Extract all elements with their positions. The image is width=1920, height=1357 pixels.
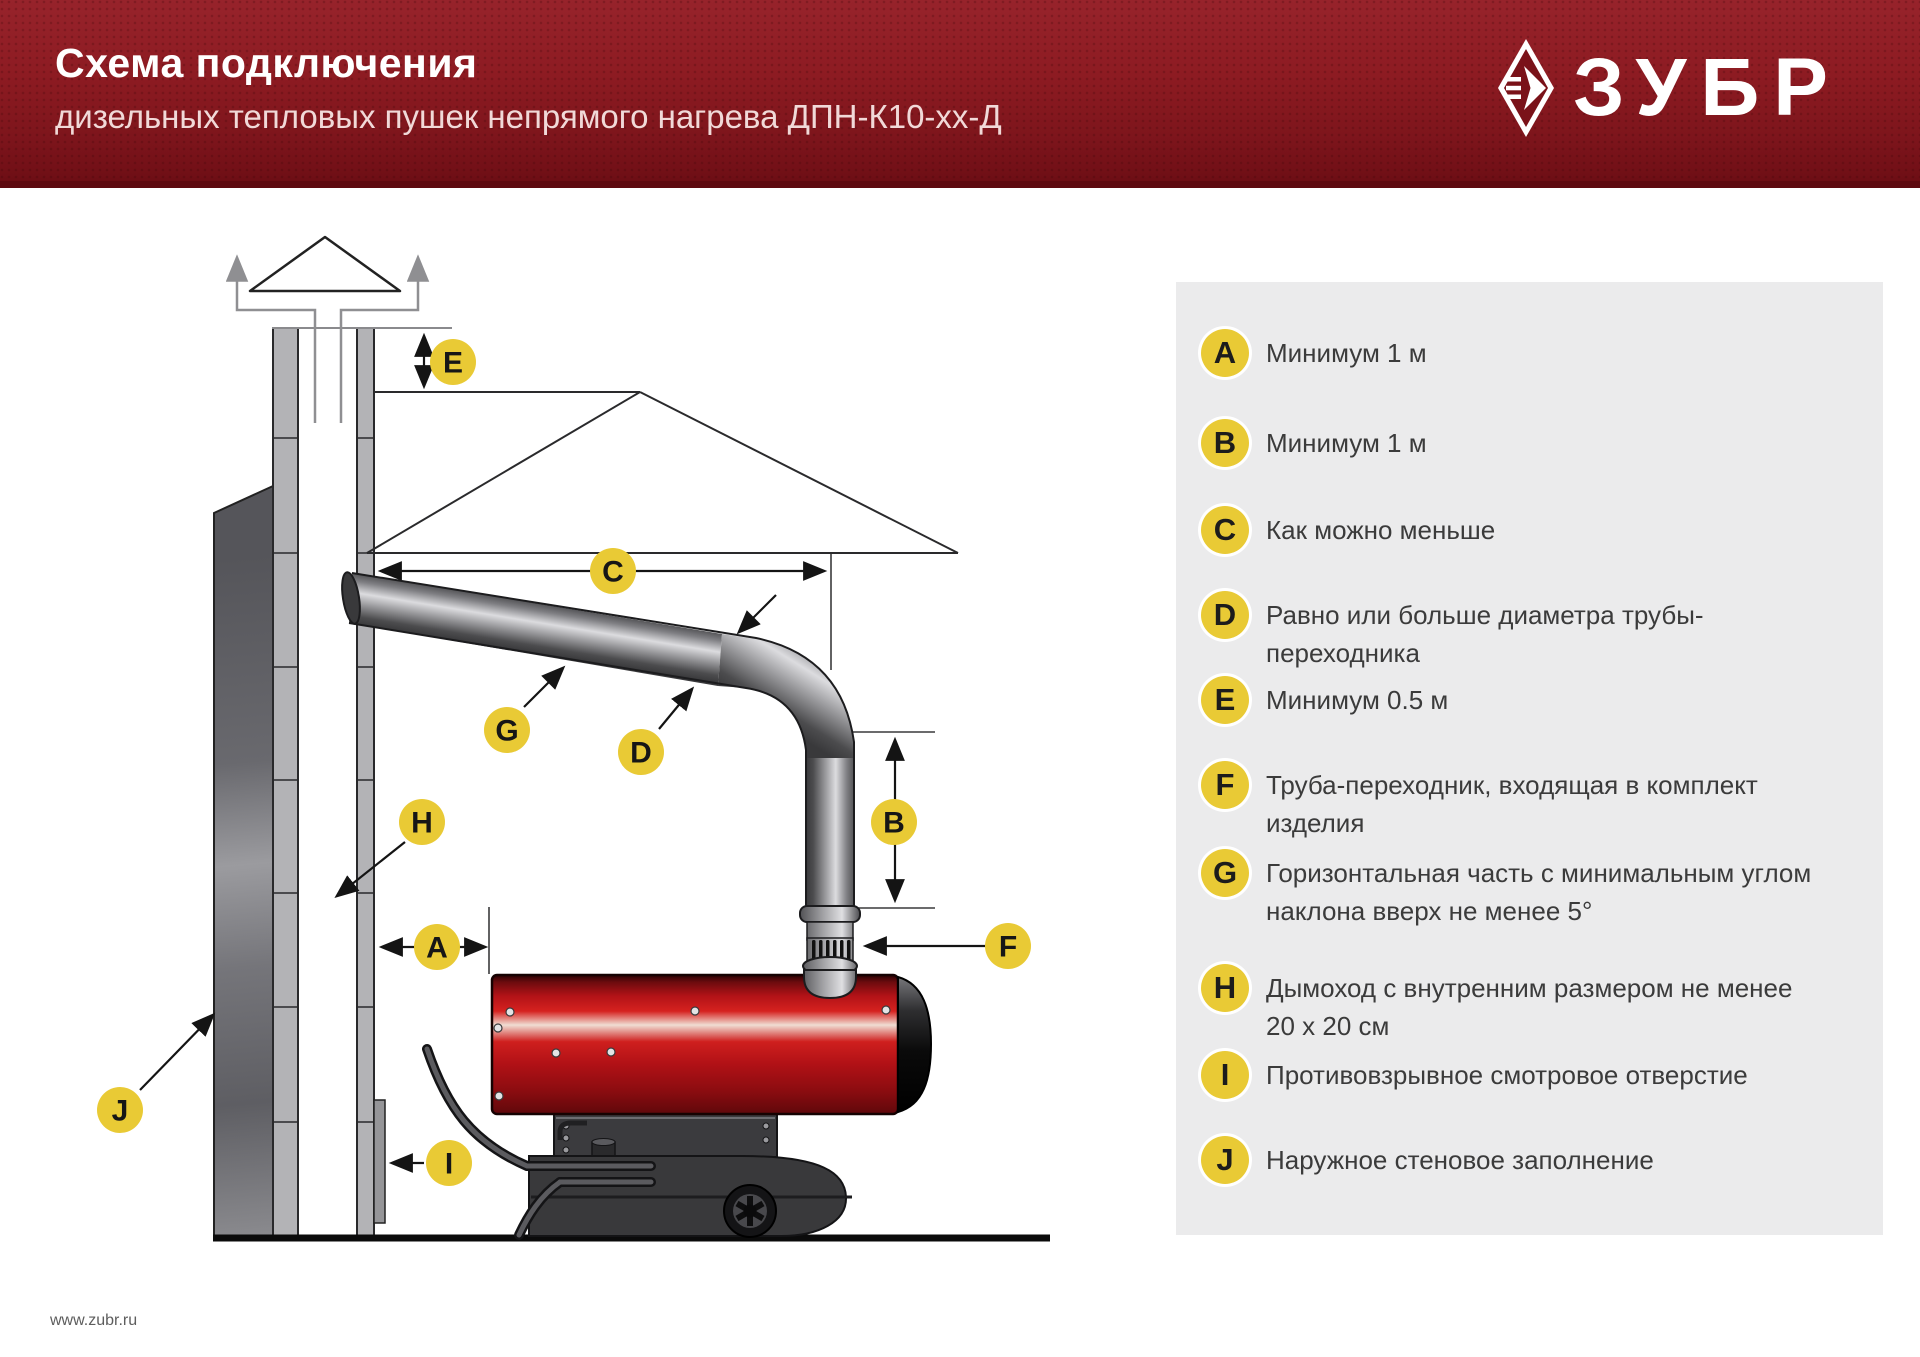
- marker-a: A: [414, 924, 460, 970]
- svg-text:C: C: [602, 556, 624, 589]
- inspection-plate: [373, 1099, 386, 1224]
- legend-text-a: Минимум 1 м: [1266, 338, 1427, 368]
- zubr-logo-text: ЗУБР: [1573, 42, 1842, 133]
- adapter-bottom-cap: [803, 969, 857, 1000]
- marker-h: H: [399, 799, 445, 845]
- marker-b: B: [871, 799, 917, 845]
- marker-d: D: [618, 729, 664, 775]
- svg-text:I: I: [445, 1148, 453, 1181]
- legend-item-h: H Дымоход с внутренним размером не менее…: [1201, 964, 1826, 1045]
- marker-c: C: [590, 548, 636, 594]
- page-title: Схема подключения: [55, 40, 478, 86]
- svg-text:G: G: [495, 715, 518, 748]
- legend-text-f: Труба-переходник, входящая в комплект из…: [1266, 770, 1758, 838]
- legend-item-j: J Наружное стеновое заполнение: [1201, 1136, 1654, 1184]
- chimney: [272, 327, 375, 1239]
- header-band: Схема подключения дизельных тепловых пуш…: [0, 0, 1920, 188]
- legend-item-c: C Как можно меньше: [1201, 506, 1495, 554]
- legend-text-b: Минимум 1 м: [1266, 428, 1427, 458]
- legend-badge-f: F: [1201, 761, 1249, 809]
- svg-text:H: H: [411, 807, 433, 840]
- legend-item-e: E Минимум 0.5 м: [1201, 676, 1448, 724]
- flue-pipe: [341, 571, 855, 908]
- svg-text:J: J: [112, 1095, 129, 1128]
- legend-badge-e: E: [1201, 676, 1249, 724]
- website-url: www.zubr.ru: [50, 1312, 138, 1329]
- legend-badge-j: J: [1201, 1136, 1249, 1184]
- legend-text-i: Противовзрывное смотровое отверстие: [1266, 1060, 1748, 1090]
- legend-item-b: B Минимум 1 м: [1201, 419, 1427, 467]
- page-subtitle: дизельных тепловых пушек непрямого нагре…: [55, 98, 1002, 135]
- marker-i: I: [426, 1140, 472, 1186]
- zubr-logo: ЗУБР: [1497, 28, 1842, 148]
- legend-panel: A Минимум 1 м B Минимум 1 м C Как можно …: [1176, 282, 1883, 1235]
- marker-j: J: [97, 1087, 143, 1133]
- exhaust-flow-arrows: [225, 254, 430, 423]
- heater-nozzle-cone: [897, 975, 933, 1114]
- legend-text-j: Наружное стеновое заполнение: [1266, 1145, 1654, 1175]
- marker-e: E: [430, 339, 476, 385]
- callout-arrows: [139, 594, 985, 1173]
- legend-item-f: F Труба-переходник, входящая в комплект …: [1201, 761, 1826, 842]
- marker-g: G: [484, 707, 530, 753]
- legend-item-g: G Горизонтальная часть с минимальным угл…: [1201, 849, 1826, 930]
- wheel: [723, 1184, 777, 1238]
- heater-rivets: [493, 1005, 891, 1101]
- svg-text:D: D: [630, 737, 652, 770]
- zubr-logo-icon: [1498, 39, 1555, 137]
- outer-wall: [213, 484, 274, 1239]
- legend-badge-d: D: [1201, 591, 1249, 639]
- marker-f: F: [985, 923, 1031, 969]
- legend-text-h: Дымоход с внутренним размером не менее 2…: [1266, 973, 1793, 1041]
- legend-text-d: Равно или больше диаметра трубы-переходн…: [1266, 600, 1704, 668]
- svg-text:F: F: [999, 931, 1017, 964]
- legend-badge-g: G: [1201, 849, 1249, 897]
- legend-text-c: Как можно меньше: [1266, 515, 1496, 545]
- legend-badge-i: I: [1201, 1051, 1249, 1099]
- legend-text-g: Горизонтальная часть с минимальным углом…: [1266, 858, 1812, 926]
- legend-text-e: Минимум 0.5 м: [1266, 685, 1449, 715]
- svg-text:E: E: [443, 347, 463, 380]
- legend-item-d: D Равно или больше диаметра трубы-перехо…: [1201, 591, 1826, 672]
- heater-support: [553, 1113, 778, 1158]
- svg-text:B: B: [883, 807, 905, 840]
- roof-outline: [366, 391, 959, 554]
- adapter-pipe: [799, 905, 861, 976]
- legend-badge-c: C: [1201, 506, 1249, 554]
- legend-item-i: I Противовзрывное смотровое отверстие: [1201, 1051, 1748, 1099]
- trolley-handle: [422, 1044, 656, 1240]
- legend-badge-a: A: [1201, 329, 1249, 377]
- legend-badge-b: B: [1201, 419, 1249, 467]
- svg-text:A: A: [426, 932, 448, 965]
- legend-item-a: A Минимум 1 м: [1201, 329, 1427, 377]
- legend-badge-h: H: [1201, 964, 1249, 1012]
- chimney-cap: [248, 235, 402, 293]
